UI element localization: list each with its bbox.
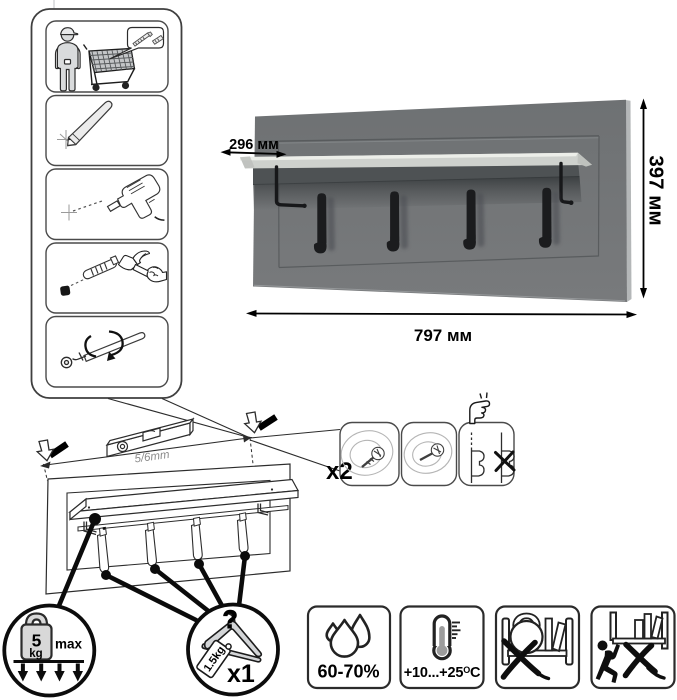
svg-text:5/6mm: 5/6mm bbox=[134, 449, 171, 466]
svg-text:kg: kg bbox=[29, 648, 42, 660]
svg-text:296 мм: 296 мм bbox=[229, 137, 279, 153]
svg-text:?: ? bbox=[223, 606, 238, 634]
svg-text:797 мм: 797 мм bbox=[414, 326, 472, 345]
svg-text:x2: x2 bbox=[326, 458, 353, 485]
svg-text:+10...+25OC: +10...+25OC bbox=[404, 665, 481, 681]
svg-text:5: 5 bbox=[32, 631, 42, 651]
svg-text:max: max bbox=[55, 637, 83, 652]
svg-text:60-70%: 60-70% bbox=[317, 662, 379, 682]
svg-text:x1: x1 bbox=[227, 660, 255, 688]
svg-text:397 мм: 397 мм bbox=[645, 155, 668, 225]
